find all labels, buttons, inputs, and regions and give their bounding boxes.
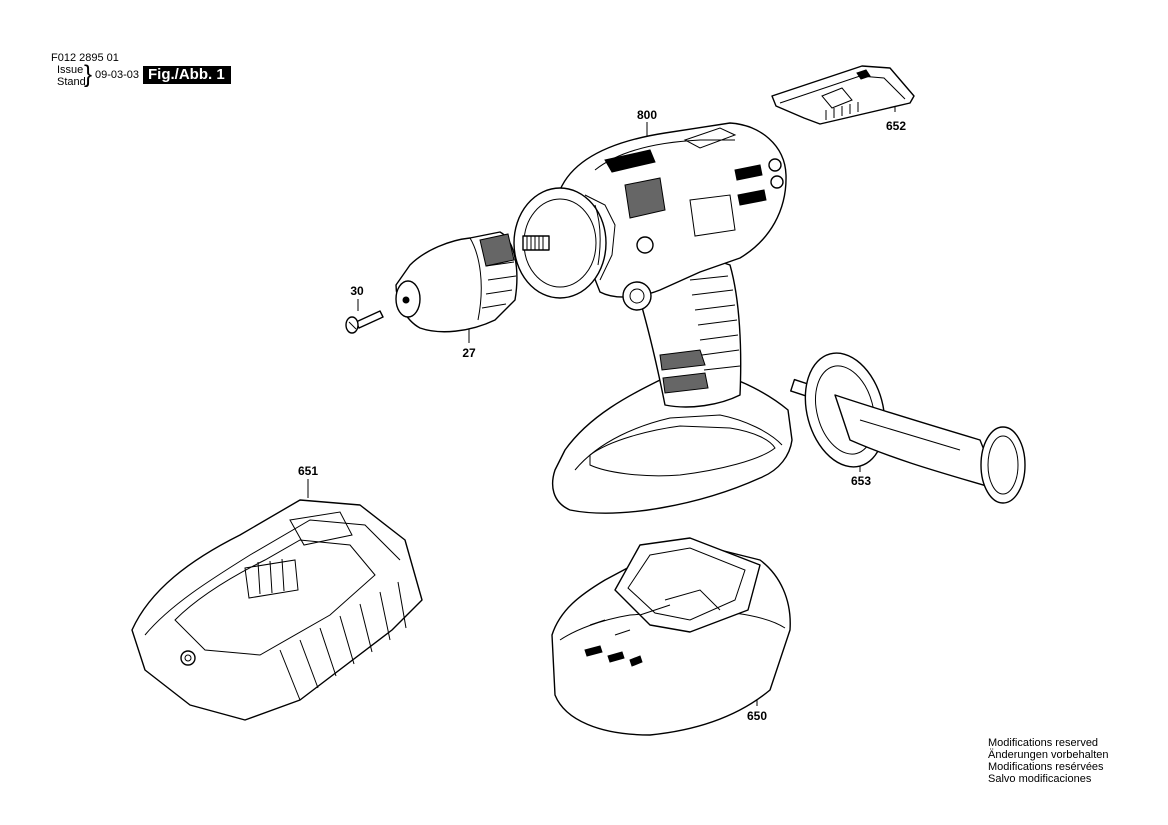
notice-german: Änderungen vorbehalten bbox=[988, 749, 1109, 761]
modifications-notice: Modifications reserved Änderungen vorbeh… bbox=[988, 737, 1108, 785]
screw-part-30 bbox=[345, 310, 384, 334]
part-label-30: 30 bbox=[350, 284, 364, 298]
battery-part-650 bbox=[551, 537, 791, 736]
notice-spanish: Salvo modificaciones bbox=[988, 773, 1092, 785]
stand-label: Stand bbox=[57, 76, 86, 88]
drill-body-part-800 bbox=[513, 122, 793, 514]
side-handle-part-653 bbox=[790, 352, 1026, 504]
charger-part-651 bbox=[131, 499, 423, 721]
part-label-653: 653 bbox=[851, 474, 871, 488]
part-label-800: 800 bbox=[637, 108, 657, 122]
figure-label: Fig./Abb. 1 bbox=[143, 66, 231, 84]
chuck-part-27 bbox=[395, 231, 518, 333]
battery-cover-part-652 bbox=[771, 65, 915, 125]
notice-french: Modifications resérvées bbox=[988, 761, 1104, 773]
part-label-651: 651 bbox=[298, 464, 318, 478]
notice-english: Modifications reserved bbox=[988, 737, 1099, 749]
part-label-650: 650 bbox=[747, 709, 767, 723]
part-label-652: 652 bbox=[886, 119, 906, 133]
document-number: F012 2895 01 bbox=[51, 52, 119, 64]
brace-symbol: } bbox=[84, 61, 93, 88]
part-label-27: 27 bbox=[462, 346, 476, 360]
issue-date: 09-03-03 bbox=[95, 69, 140, 81]
issue-label: Issue bbox=[57, 64, 84, 76]
